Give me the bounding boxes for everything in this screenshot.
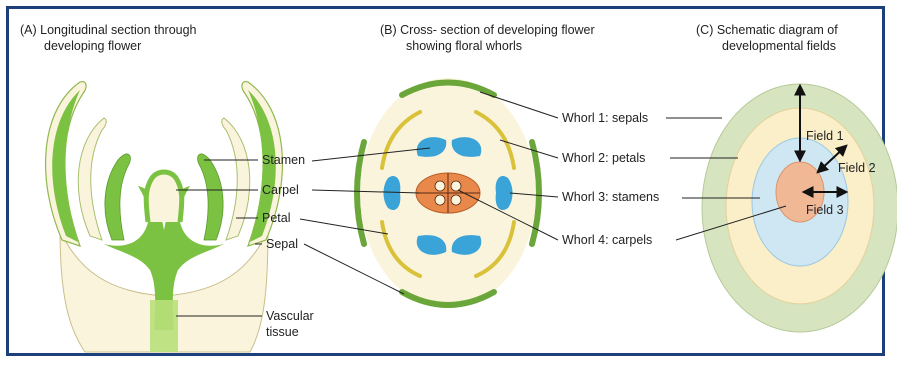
label-field2: Field 2	[838, 161, 876, 175]
label-carpel: Carpel	[262, 183, 299, 197]
panel-b-title-line1: (B) Cross- section of developing flower	[380, 23, 595, 37]
petal-right	[222, 118, 250, 240]
stamen-right	[198, 154, 223, 240]
panel-c: (C) Schematic diagram of developmental f…	[666, 23, 897, 332]
label-petal: Petal	[262, 211, 291, 225]
panel-a-title-line2: developing flower	[44, 39, 141, 53]
stamen-left	[105, 154, 130, 240]
panel-c-title-line1: (C) Schematic diagram of	[696, 23, 838, 37]
panel-b: (B) Cross- section of developing flower …	[300, 23, 659, 308]
petal-left	[78, 118, 106, 240]
vascular-tissue	[150, 300, 178, 352]
label-vascular-line1: Vascular	[266, 309, 314, 323]
label-field1: Field 1	[806, 129, 844, 143]
label-whorl3: Whorl 3: stamens	[562, 190, 659, 204]
panel-a-title-line1: (A) Longitudinal section through	[20, 23, 197, 37]
label-whorl2: Whorl 2: petals	[562, 151, 645, 165]
carpel-left	[146, 172, 182, 222]
label-vascular-line2: tissue	[266, 325, 299, 339]
label-stamen: Stamen	[262, 153, 305, 167]
ovule	[435, 195, 445, 205]
label-whorl4: Whorl 4: carpels	[562, 233, 652, 247]
panel-b-title-line2: showing floral whorls	[406, 39, 522, 53]
panel-c-title-line2: developmental fields	[722, 39, 836, 53]
label-sepal: Sepal	[266, 237, 298, 251]
label-field3: Field 3	[806, 203, 844, 217]
ovule	[435, 181, 445, 191]
panel-a: (A) Longitudinal section through develop…	[20, 23, 314, 352]
label-whorl1: Whorl 1: sepals	[562, 111, 648, 125]
ovule	[451, 195, 461, 205]
ovule	[451, 181, 461, 191]
